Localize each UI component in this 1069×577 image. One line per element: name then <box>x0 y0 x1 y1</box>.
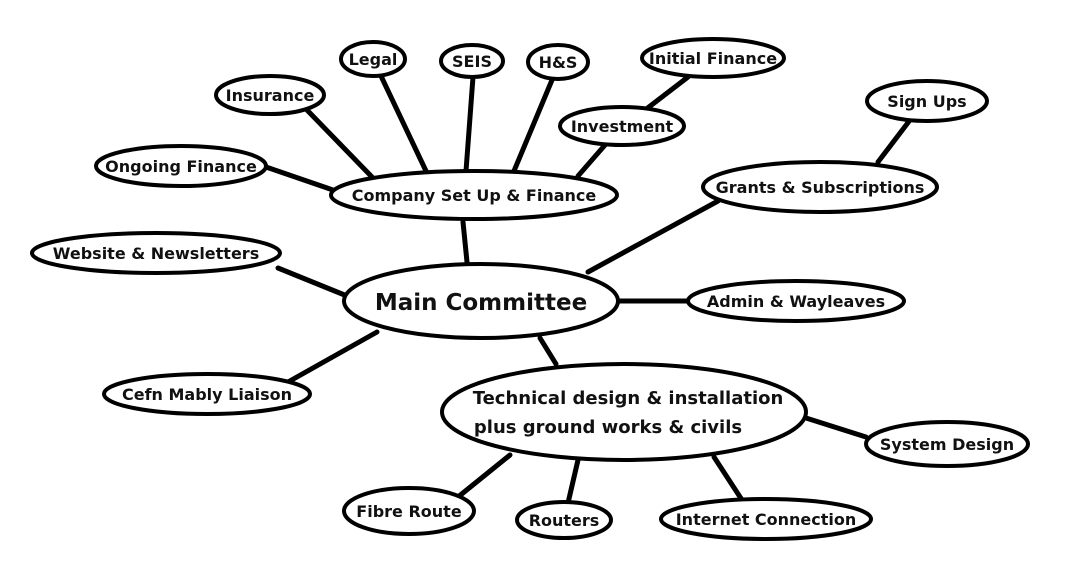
node-investment: Investment <box>558 105 686 147</box>
edge-company-ongoing-finance <box>263 164 336 193</box>
node-legal: Legal <box>339 40 407 78</box>
node-insurance-label: Insurance <box>226 86 315 105</box>
node-internet-connection: Internet Connection <box>659 497 873 541</box>
node-routers: Routers <box>515 500 613 540</box>
node-grants-subscriptions-label: Grants & Subscriptions <box>716 178 925 197</box>
connector-lines <box>263 73 913 506</box>
node-internet-connection-label: Internet Connection <box>676 510 857 529</box>
edge-grants-signups <box>875 117 913 165</box>
node-sign-ups-shape <box>865 79 989 123</box>
node-website-newsletters: Website & Newsletters <box>30 231 282 275</box>
node-initial-finance: Initial Finance <box>640 37 786 79</box>
node-cefn-mably-liaison: Cefn Mably Liaison <box>102 372 312 416</box>
edge-company-seis <box>463 74 476 174</box>
node-cefn-mably-liaison-label: Cefn Mably Liaison <box>122 385 292 404</box>
node-admin-wayleaves: Admin & Wayleaves <box>686 279 906 323</box>
node-system-design-shape <box>864 420 1030 468</box>
node-website-newsletters-label: Website & Newsletters <box>53 244 259 263</box>
node-main-committee-label: Main Committee <box>375 290 587 316</box>
node-seis: SEIS <box>439 43 505 79</box>
node-investment-label: Investment <box>571 117 674 136</box>
node-grants-subscriptions-shape <box>701 160 939 214</box>
node-routers-label: Routers <box>529 511 600 530</box>
node-cefn-mably-liaison-shape <box>102 372 312 416</box>
node-company-setup-finance-shape <box>329 169 619 221</box>
node-admin-wayleaves-label: Admin & Wayleaves <box>707 292 885 311</box>
node-technical-design-label-line1: Technical design & installation <box>473 388 784 409</box>
edge-main-cefn <box>285 329 380 385</box>
node-fibre-route-shape <box>342 486 476 536</box>
edge-company-insurance <box>304 107 375 180</box>
node-routers-shape <box>515 500 613 540</box>
node-sign-ups: Sign Ups <box>865 79 989 123</box>
edge-company-legal <box>378 73 429 174</box>
node-system-design: System Design <box>864 420 1030 468</box>
node-admin-wayleaves-shape <box>686 279 906 323</box>
node-legal-label: Legal <box>349 50 398 69</box>
edge-main-grants <box>585 198 721 275</box>
node-fibre-route: Fibre Route <box>342 486 476 536</box>
node-system-design-label: System Design <box>880 435 1014 454</box>
edge-main-website <box>275 265 350 299</box>
node-seis-shape <box>439 43 505 79</box>
node-insurance-shape <box>214 74 326 116</box>
node-fibre-route-label: Fibre Route <box>356 502 462 521</box>
node-ongoing-finance: Ongoing Finance <box>94 144 268 188</box>
node-initial-finance-label: Initial Finance <box>649 49 777 68</box>
node-hs: H&S <box>526 43 590 81</box>
node-technical-design: Technical design & installation plus gro… <box>440 362 808 462</box>
node-internet-connection-shape <box>659 497 873 541</box>
edge-main-technical <box>537 335 559 367</box>
node-investment-shape <box>558 105 686 147</box>
edge-technical-system-design <box>803 415 869 440</box>
node-company-setup-finance: Company Set Up & Finance <box>329 169 619 221</box>
edge-technical-routers <box>565 457 581 506</box>
edge-company-hs <box>511 77 555 174</box>
node-seis-label: SEIS <box>452 52 492 71</box>
node-main-committee-shape <box>342 262 620 340</box>
node-legal-shape <box>339 40 407 78</box>
node-ongoing-finance-label: Ongoing Finance <box>105 157 257 176</box>
node-sign-ups-label: Sign Ups <box>887 92 966 111</box>
node-hs-shape <box>526 43 590 81</box>
node-insurance: Insurance <box>214 74 326 116</box>
node-technical-design-shape <box>440 362 808 462</box>
node-ongoing-finance-shape <box>94 144 268 188</box>
node-grants-subscriptions: Grants & Subscriptions <box>701 160 939 214</box>
edge-investment-initial-finance <box>642 74 691 113</box>
edge-company-investment <box>575 142 608 179</box>
node-company-setup-finance-label: Company Set Up & Finance <box>352 186 597 205</box>
node-website-newsletters-shape <box>30 231 282 275</box>
node-main-committee: Main Committee <box>342 262 620 340</box>
node-technical-design-label-line2: plus ground works & civils <box>474 417 742 438</box>
node-hs-label: H&S <box>539 53 578 72</box>
edge-technical-internet <box>711 454 745 503</box>
node-initial-finance-shape <box>640 37 786 79</box>
edge-main-company <box>460 219 470 265</box>
edge-technical-fibre-route <box>455 452 513 500</box>
